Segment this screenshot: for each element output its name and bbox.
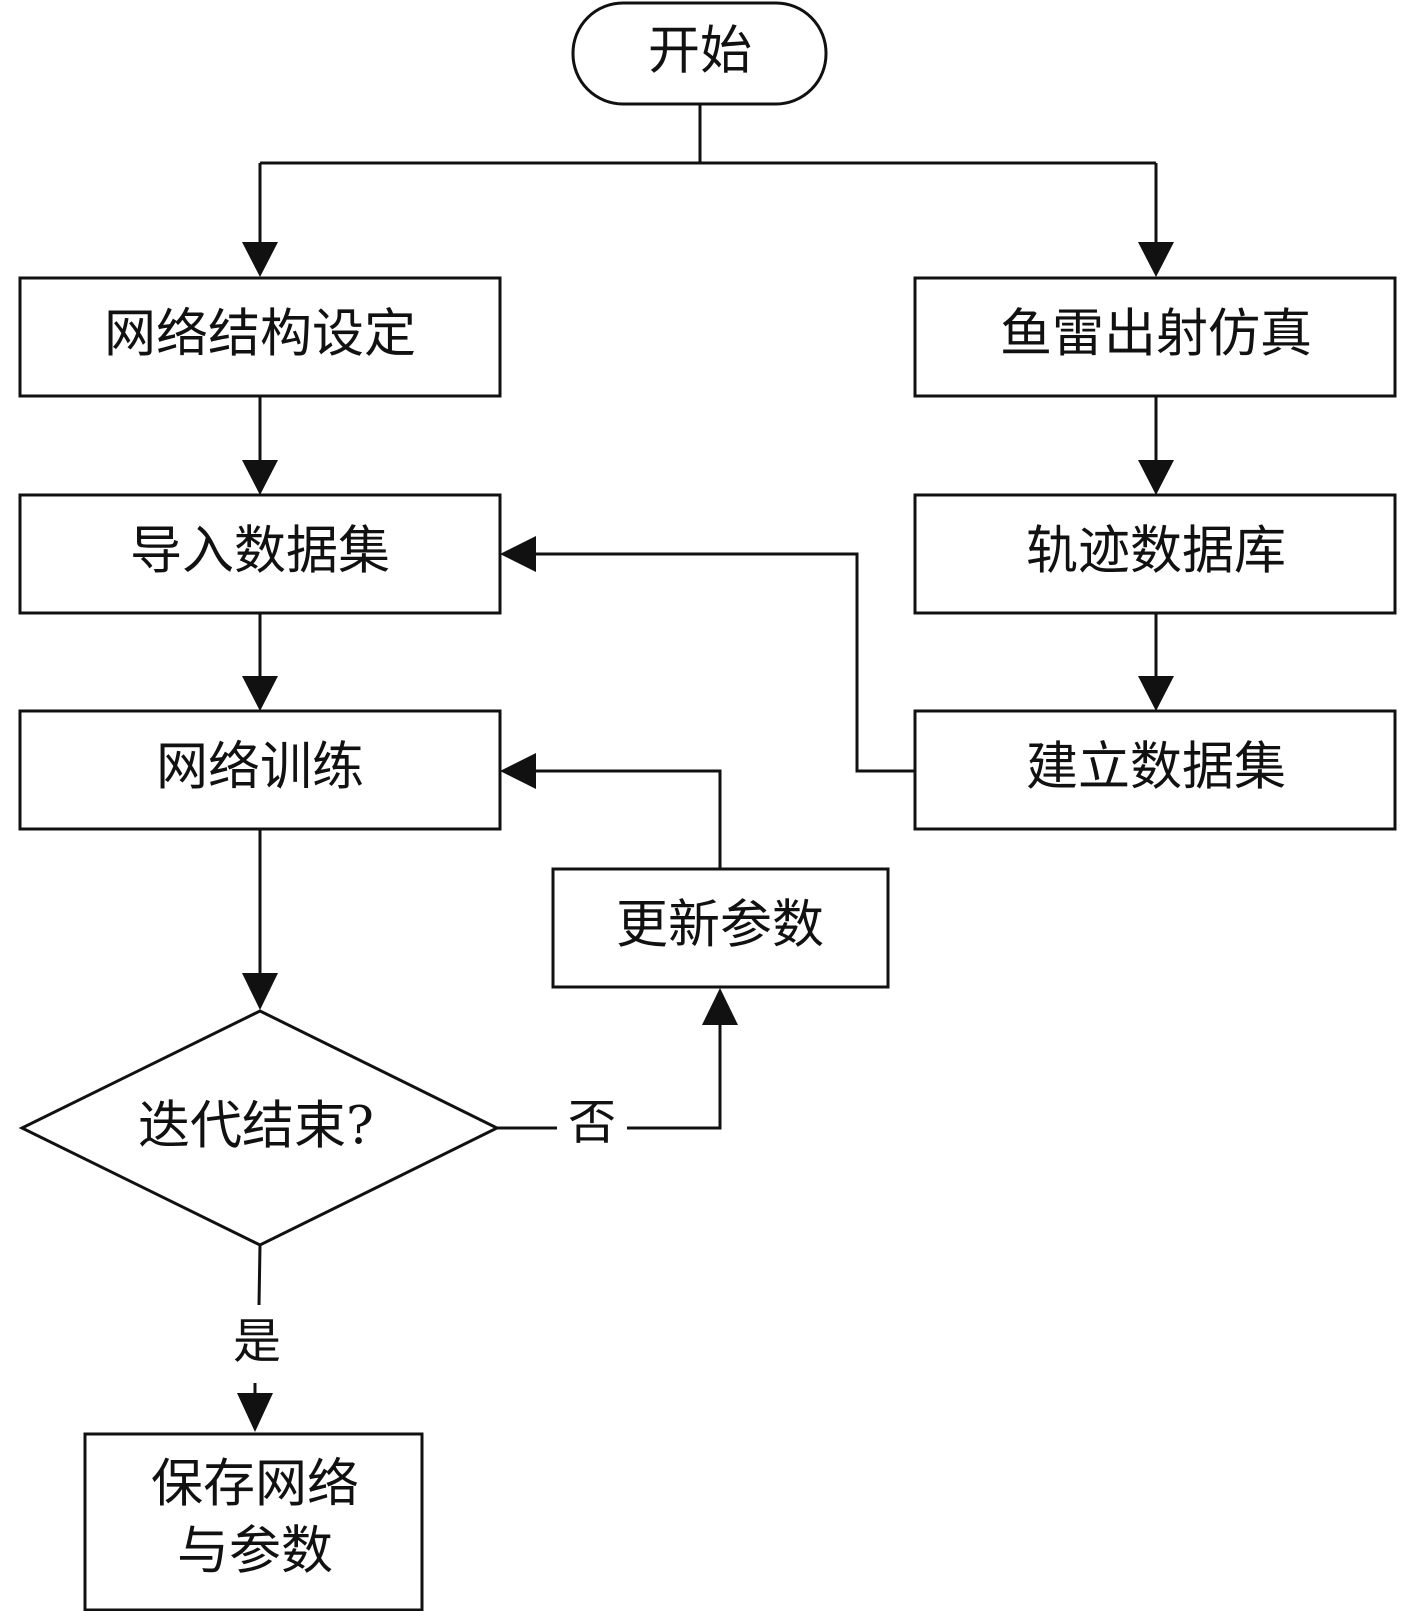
start-node: 开始 [571,1,828,106]
edge-decision-yes-top [257,1244,262,1306]
import-dataset-label: 导入数据集 [130,522,390,582]
build-dataset-label: 建立数据集 [1026,738,1286,798]
network-structure-label: 网络结构设定 [104,305,416,365]
arrow-build-to-import [500,536,536,572]
trajectory-database-label: 轨迹数据库 [1026,522,1286,582]
edge-update-to-training [530,769,722,868]
arrow-to-network-structure [242,242,278,277]
no-label: 否 [568,1095,616,1151]
update-params-box: 更新参数 [551,867,890,989]
save-network-label-line2: 与参数 [177,1522,333,1582]
torpedo-simulation-box: 鱼雷出射仿真 [913,276,1397,398]
arrow-to-decision [242,973,278,1010]
arrow-to-trajectory-db [1138,460,1174,495]
arrow-to-update-params [702,988,738,1025]
yes-label: 是 [233,1314,281,1370]
iteration-end-label: 迭代结束? [138,1097,374,1157]
arrow-to-save-network [237,1393,273,1432]
arrow-update-to-training [500,753,536,789]
iteration-end-decision: 迭代结束? [18,1009,501,1247]
start-label: 开始 [648,22,752,82]
save-network-label-line1: 保存网络 [151,1455,359,1515]
network-structure-box: 网络结构设定 [18,276,502,398]
save-network-box: 保存网络 与参数 [83,1432,424,1611]
arrow-to-import-dataset [242,460,278,495]
edge-build-to-import [530,552,915,773]
network-training-box: 网络训练 [18,709,502,831]
arrow-to-build-dataset [1138,676,1174,711]
network-training-label: 网络训练 [156,738,364,798]
torpedo-simulation-label: 鱼雷出射仿真 [1000,305,1312,365]
arrow-to-network-training [242,676,278,711]
update-params-label: 更新参数 [616,896,824,956]
edge-decision-no-right [627,1025,722,1130]
arrow-to-torpedo-sim [1138,242,1174,277]
import-dataset-box: 导入数据集 [18,493,502,615]
build-dataset-box: 建立数据集 [913,709,1397,831]
trajectory-database-box: 轨迹数据库 [913,493,1397,615]
